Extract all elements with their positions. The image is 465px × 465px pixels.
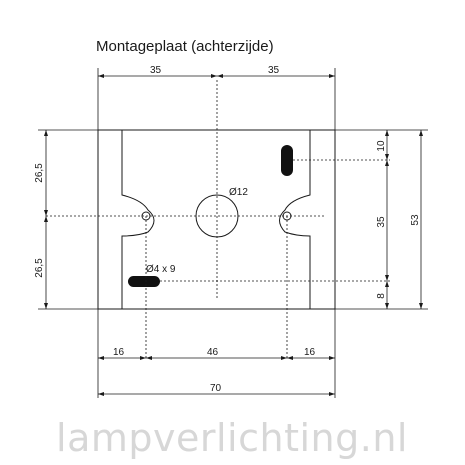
drawing-title: Montageplaat (achterzijde) [96,38,274,55]
dim-top-right: 35 [268,65,280,76]
right-bracket [279,130,311,309]
bottom-slot [128,276,160,287]
bottom-dimension [98,356,335,360]
dim-right-bottom: 8 [376,293,387,299]
dim-left-upper: 26,5 [34,163,45,183]
dim-bottom-middle: 46 [207,347,219,358]
dim-bottom-right: 16 [304,347,316,358]
dim-right-middle: 35 [376,216,387,228]
left-dimension [44,130,48,309]
watermark-logo: lampverlichting.nl [56,416,408,460]
mounting-plate [97,129,336,310]
dim-right-overall: 53 [410,214,421,226]
right-overall-dimension [419,130,423,309]
center-lines [46,80,390,358]
bottom-overall-dimension [98,392,335,396]
dim-bottom-left: 16 [113,347,125,358]
dim-bottom-overall: 70 [210,383,222,394]
center-hole-label: Ø12 [229,187,248,198]
extension-lines [38,68,428,398]
dim-top-left: 35 [150,65,162,76]
left-bracket [121,130,155,309]
right-inner-dimension [385,130,389,309]
top-slot [281,145,293,176]
top-dimension [98,74,335,78]
slot-hole-label: Ø4 x 9 [146,264,176,275]
dim-left-lower: 26,5 [34,258,45,278]
dim-right-top: 10 [376,140,387,152]
